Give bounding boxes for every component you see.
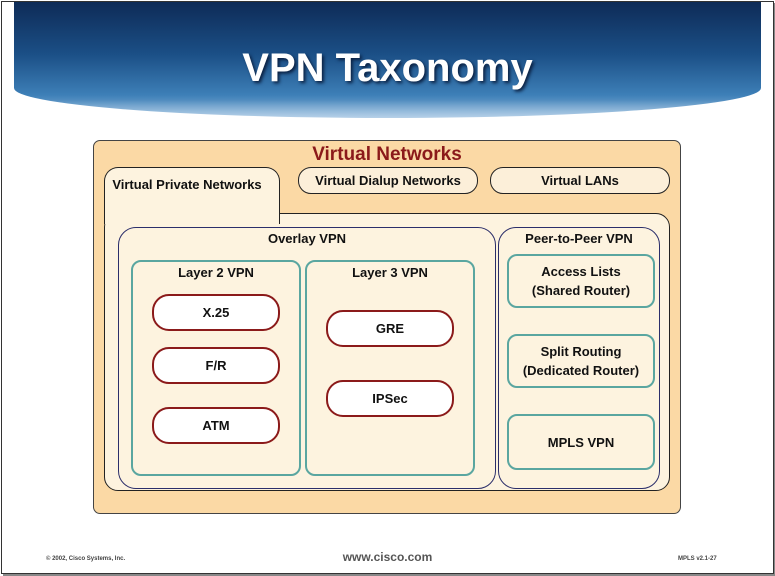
- footer-copyright: © 2002, Cisco Systems, Inc.: [46, 556, 126, 562]
- virtual-private-networks-tab: [104, 167, 280, 224]
- virtual-lans-box: Virtual LANs: [490, 167, 670, 194]
- dedicated-router-label: (Dedicated Router): [522, 363, 640, 378]
- overlay-vpn-box: Overlay VPN Layer 2 VPN X.25 F/R ATM Lay…: [118, 227, 496, 489]
- footer-course-code: MPLS v2.1-27: [678, 556, 717, 562]
- overlay-vpn-label: Overlay VPN: [267, 231, 347, 246]
- layer2-vpn-box: Layer 2 VPN X.25 F/R ATM: [131, 260, 301, 476]
- peer-to-peer-vpn-label: Peer-to-Peer VPN: [525, 231, 633, 246]
- mpls-vpn-label: MPLS VPN: [547, 434, 615, 450]
- ipsec-pill: IPSec: [326, 380, 454, 417]
- mpls-vpn-box: MPLS VPN: [507, 414, 655, 470]
- x25-pill: X.25: [152, 294, 280, 331]
- virtual-private-networks-label: Virtual Private Networks: [112, 177, 262, 192]
- atm-pill: ATM: [152, 407, 280, 444]
- virtual-networks-box: Virtual Networks Virtual Dialup Networks…: [93, 140, 681, 514]
- layer3-vpn-box: Layer 3 VPN GRE IPSec: [305, 260, 475, 476]
- access-lists-label: Access Lists: [541, 264, 621, 279]
- slide-title: VPN Taxonomy: [242, 46, 533, 90]
- shared-router-label: (Shared Router): [531, 283, 631, 298]
- layer2-vpn-label: Layer 2 VPN: [178, 265, 254, 280]
- split-routing-box: Split Routing (Dedicated Router): [507, 334, 655, 388]
- peer-to-peer-vpn-box: Peer-to-Peer VPN Access Lists (Shared Ro…: [498, 227, 660, 489]
- virtual-dialup-networks-box: Virtual Dialup Networks: [298, 167, 478, 194]
- footer-website: www.cisco.com: [342, 550, 433, 564]
- frame-relay-pill: F/R: [152, 347, 280, 384]
- title-banner: [14, 2, 761, 118]
- virtual-lans-label: Virtual LANs: [541, 173, 619, 188]
- layer3-vpn-label: Layer 3 VPN: [352, 265, 428, 280]
- split-routing-label: Split Routing: [540, 344, 622, 359]
- gre-pill: GRE: [326, 310, 454, 347]
- virtual-networks-label: Virtual Networks: [312, 144, 462, 165]
- virtual-dialup-networks-label: Virtual Dialup Networks: [315, 173, 461, 188]
- access-lists-box: Access Lists (Shared Router): [507, 254, 655, 308]
